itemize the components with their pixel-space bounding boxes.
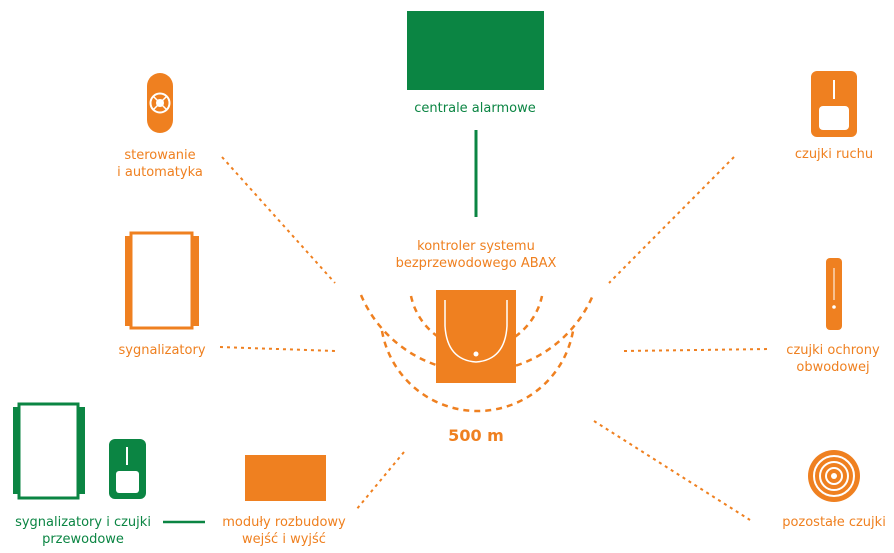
- wireless-siren-icon: [125, 231, 199, 330]
- other-detectors-label: pozostałe czujki: [782, 515, 886, 530]
- connector-lines: [219, 156, 771, 521]
- expander-modules-label: moduły rozbudowy wejść i wyjść: [222, 515, 346, 547]
- alarm-panel-icon: [407, 11, 544, 90]
- remote-control-icon: [147, 73, 173, 133]
- controller-title: kontroler systemu bezprzewodowego ABAX: [396, 238, 557, 272]
- motion-detector-icon: [811, 71, 857, 137]
- alarm-panels-label: centrale alarmowe: [414, 101, 536, 116]
- sirens-label: sygnalizatory: [118, 343, 206, 358]
- perimeter-detectors-label: czujki ochrony obwodowej: [786, 343, 880, 375]
- expander-module-icon: [245, 455, 326, 501]
- controller-title-line-1: kontroler systemu: [417, 239, 535, 254]
- wired-siren-icon: [13, 402, 85, 500]
- perimeter-detector-icon: [826, 258, 842, 330]
- abax-controller-icon: [436, 290, 516, 383]
- controller-title-line-2: bezprzewodowego ABAX: [395, 256, 557, 271]
- range-label: 500 m: [448, 426, 504, 445]
- wired-devices-label: sygnalizatory i czujki przewodowe: [15, 515, 151, 547]
- smoke-detector-icon: [808, 450, 860, 502]
- motion-detectors-label: czujki ruchu: [794, 147, 874, 162]
- wired-motion-detector-icon: [109, 439, 146, 499]
- control-automation-label: sterowanie i automatyka: [117, 148, 203, 180]
